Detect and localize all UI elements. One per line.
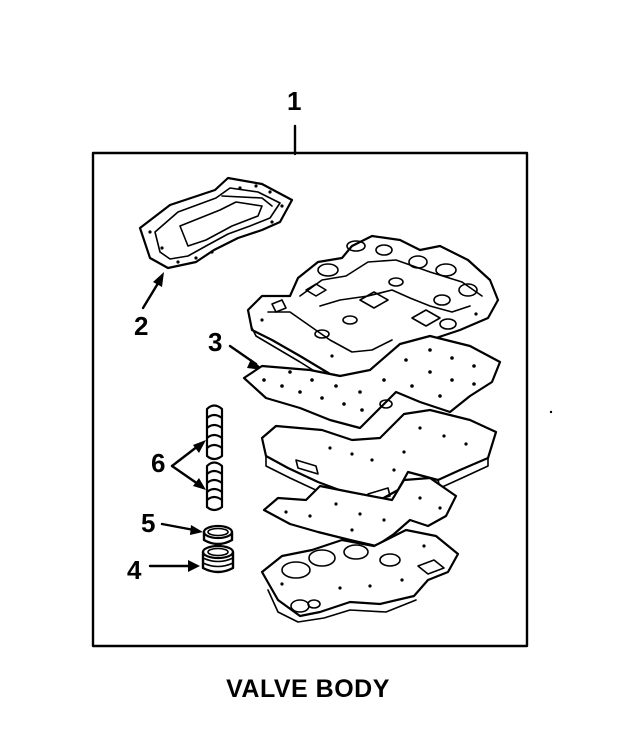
callout-4-arrow [148, 560, 200, 572]
callout-3-arrow [228, 344, 264, 370]
gasket-small [138, 176, 294, 270]
callout-6-arrows [170, 440, 206, 490]
callout-2-arrow [141, 272, 164, 310]
callout-2: 2 [134, 311, 148, 341]
lower-gasket-plate [262, 476, 458, 548]
callout-3: 3 [208, 327, 222, 357]
callout-5: 5 [141, 508, 155, 538]
assembly-frame [91, 151, 529, 648]
callout-1: 1 [287, 86, 301, 116]
ring-large [201, 544, 235, 574]
lower-valve-body [260, 528, 460, 623]
speck [549, 410, 553, 414]
valve-springs [205, 404, 224, 512]
callout-6: 6 [151, 448, 165, 478]
callout-4: 4 [127, 555, 142, 585]
ring-small [202, 524, 234, 546]
diagram-caption: VALVE BODY [226, 675, 390, 703]
separator-plate [242, 334, 502, 430]
middle-valve-body [260, 408, 498, 509]
callout-5-arrow [160, 522, 203, 535]
